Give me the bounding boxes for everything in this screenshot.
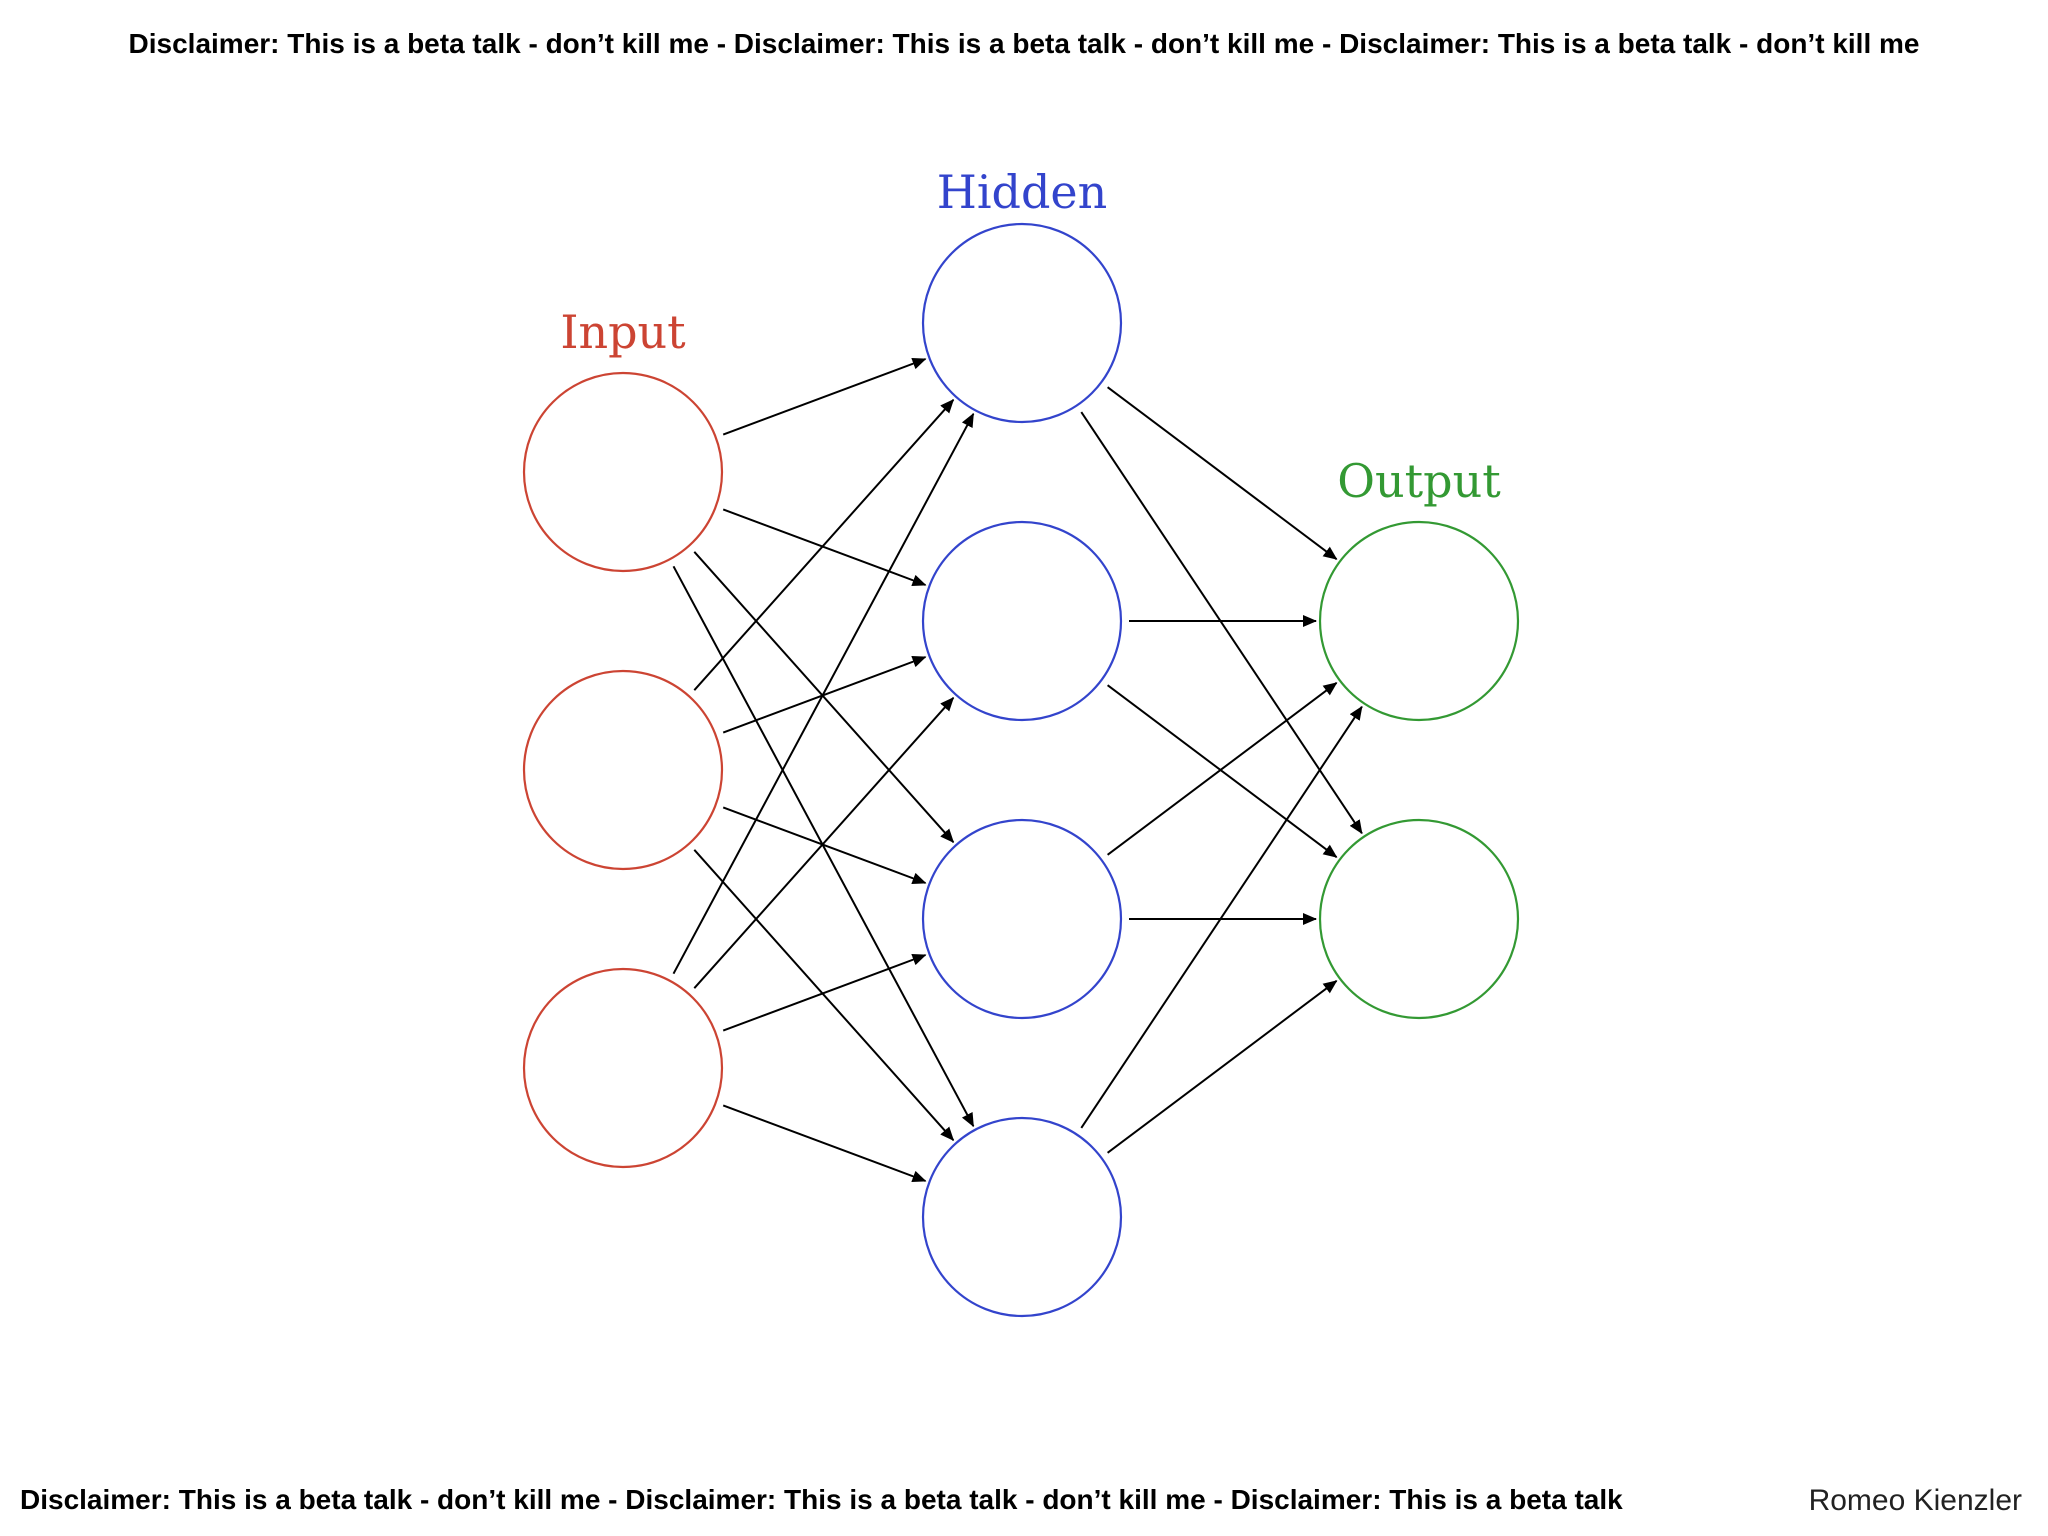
input-node-2 bbox=[522, 669, 724, 871]
input-layer-label: Input bbox=[560, 305, 686, 359]
arrow-input1-to-hidden4 bbox=[672, 565, 975, 1128]
arrow-hidden1-to-output2 bbox=[1080, 411, 1363, 835]
arrow-input3-to-hidden1 bbox=[672, 412, 975, 975]
output-node-1 bbox=[1318, 520, 1520, 722]
input-node-3 bbox=[522, 967, 724, 1169]
footer: Disclaimer: This is a beta talk - don’t … bbox=[0, 1484, 2048, 1524]
hidden-node-2 bbox=[921, 520, 1123, 722]
neuron-nodes bbox=[522, 222, 1520, 1318]
output-node-2 bbox=[1318, 818, 1520, 1020]
arrow-input3-to-hidden3 bbox=[722, 953, 927, 1032]
arrow-input3-to-hidden2 bbox=[693, 697, 955, 989]
hidden-node-3 bbox=[921, 818, 1123, 1020]
bottom-disclaimer: Disclaimer: This is a beta talk - don’t … bbox=[20, 1484, 1623, 1515]
hidden-node-1 bbox=[921, 222, 1123, 424]
arrow-hidden2-to-output2 bbox=[1106, 684, 1338, 858]
arrow-input2-to-hidden1 bbox=[693, 399, 955, 691]
arrow-hidden4-to-output1 bbox=[1080, 705, 1363, 1129]
top-disclaimer: Disclaimer: This is a beta talk - don’t … bbox=[128, 28, 1920, 59]
arrow-hidden4-to-output2 bbox=[1106, 980, 1338, 1154]
output-layer-label: Output bbox=[1337, 454, 1501, 508]
arrow-input1-to-hidden3 bbox=[693, 551, 955, 843]
author-name: Romeo Kienzler bbox=[1808, 1484, 2022, 1517]
arrow-input2-to-hidden3 bbox=[722, 806, 927, 885]
arrow-input2-to-hidden4 bbox=[693, 849, 955, 1141]
arrow-hidden3-to-output1 bbox=[1106, 682, 1338, 856]
hidden-layer-label: Hidden bbox=[937, 165, 1108, 219]
hidden-node-4 bbox=[921, 1116, 1123, 1318]
input-node-1 bbox=[522, 371, 724, 573]
arrow-input1-to-hidden2 bbox=[722, 508, 927, 587]
arrow-hidden1-to-output1 bbox=[1106, 386, 1338, 560]
arrow-input3-to-hidden4 bbox=[722, 1104, 927, 1183]
connection-arrows bbox=[672, 357, 1363, 1183]
arrow-input1-to-hidden1 bbox=[722, 357, 927, 436]
arrow-input2-to-hidden2 bbox=[722, 655, 927, 734]
